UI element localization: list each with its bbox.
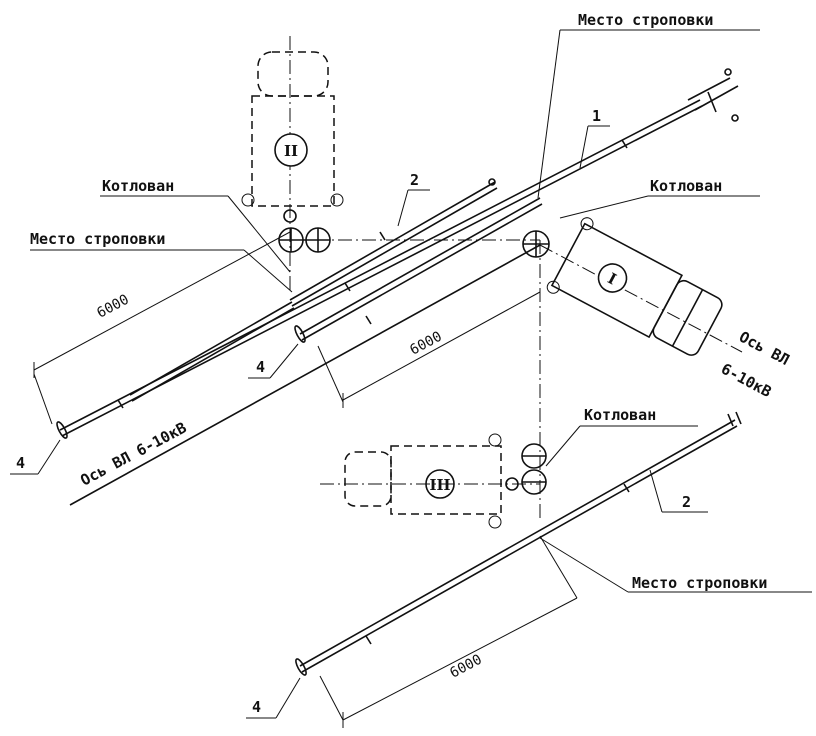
axis-label-left: Ось ВЛ 6-10кВ	[77, 419, 189, 490]
svg-text:Место строповки: Место строповки	[632, 574, 767, 592]
dimension-label-1: 6000	[94, 292, 131, 322]
pole-2-upper	[129, 178, 498, 402]
pole-1	[56, 68, 739, 439]
position-roman-2: II	[284, 142, 298, 160]
svg-text:1: 1	[592, 107, 601, 125]
callout-1: 1	[579, 107, 610, 169]
label-slinging-left: Место строповки	[30, 230, 293, 293]
overhead-line-axis	[69, 36, 743, 520]
pit-circle-right	[522, 230, 550, 258]
svg-text:4: 4	[16, 454, 25, 472]
svg-text:4: 4	[252, 698, 261, 716]
svg-text:Место строповки: Место строповки	[578, 11, 713, 29]
dimension-1: 6000	[33, 231, 291, 425]
callout-4-left: 4	[10, 439, 61, 475]
pole-lower	[295, 411, 742, 676]
crane-2: II	[241, 51, 344, 253]
svg-text:4: 4	[256, 358, 265, 376]
svg-text:Место строповки: Место строповки	[30, 230, 165, 248]
callout-2-lower: 2	[649, 469, 708, 513]
label-slinging-top: Место строповки	[537, 11, 760, 199]
axis-label-right-2: 6-10кВ	[718, 360, 774, 401]
crane-3: III	[320, 433, 547, 529]
label-pit-top: Котлован	[100, 177, 291, 273]
label-pit-right: Котлован	[559, 177, 760, 219]
callout-4-bottom: 4	[246, 677, 301, 719]
svg-text:Котлован: Котлован	[584, 406, 656, 424]
label-slinging-bottom: Место строповки	[539, 537, 812, 593]
position-roman-3: III	[429, 476, 450, 494]
pole-4-middle	[294, 197, 543, 343]
callout-2-upper: 2	[397, 171, 430, 227]
callout-4-middle: 4	[248, 343, 299, 379]
svg-text:2: 2	[410, 171, 419, 189]
crane-1: I	[546, 217, 723, 356]
svg-text:Котлован: Котлован	[102, 177, 174, 195]
label-pit-bottom: Котлован	[545, 406, 698, 467]
svg-text:2: 2	[682, 493, 691, 511]
axis-label-right-1: Ось ВЛ	[736, 328, 792, 369]
svg-text:Котлован: Котлован	[650, 177, 722, 195]
